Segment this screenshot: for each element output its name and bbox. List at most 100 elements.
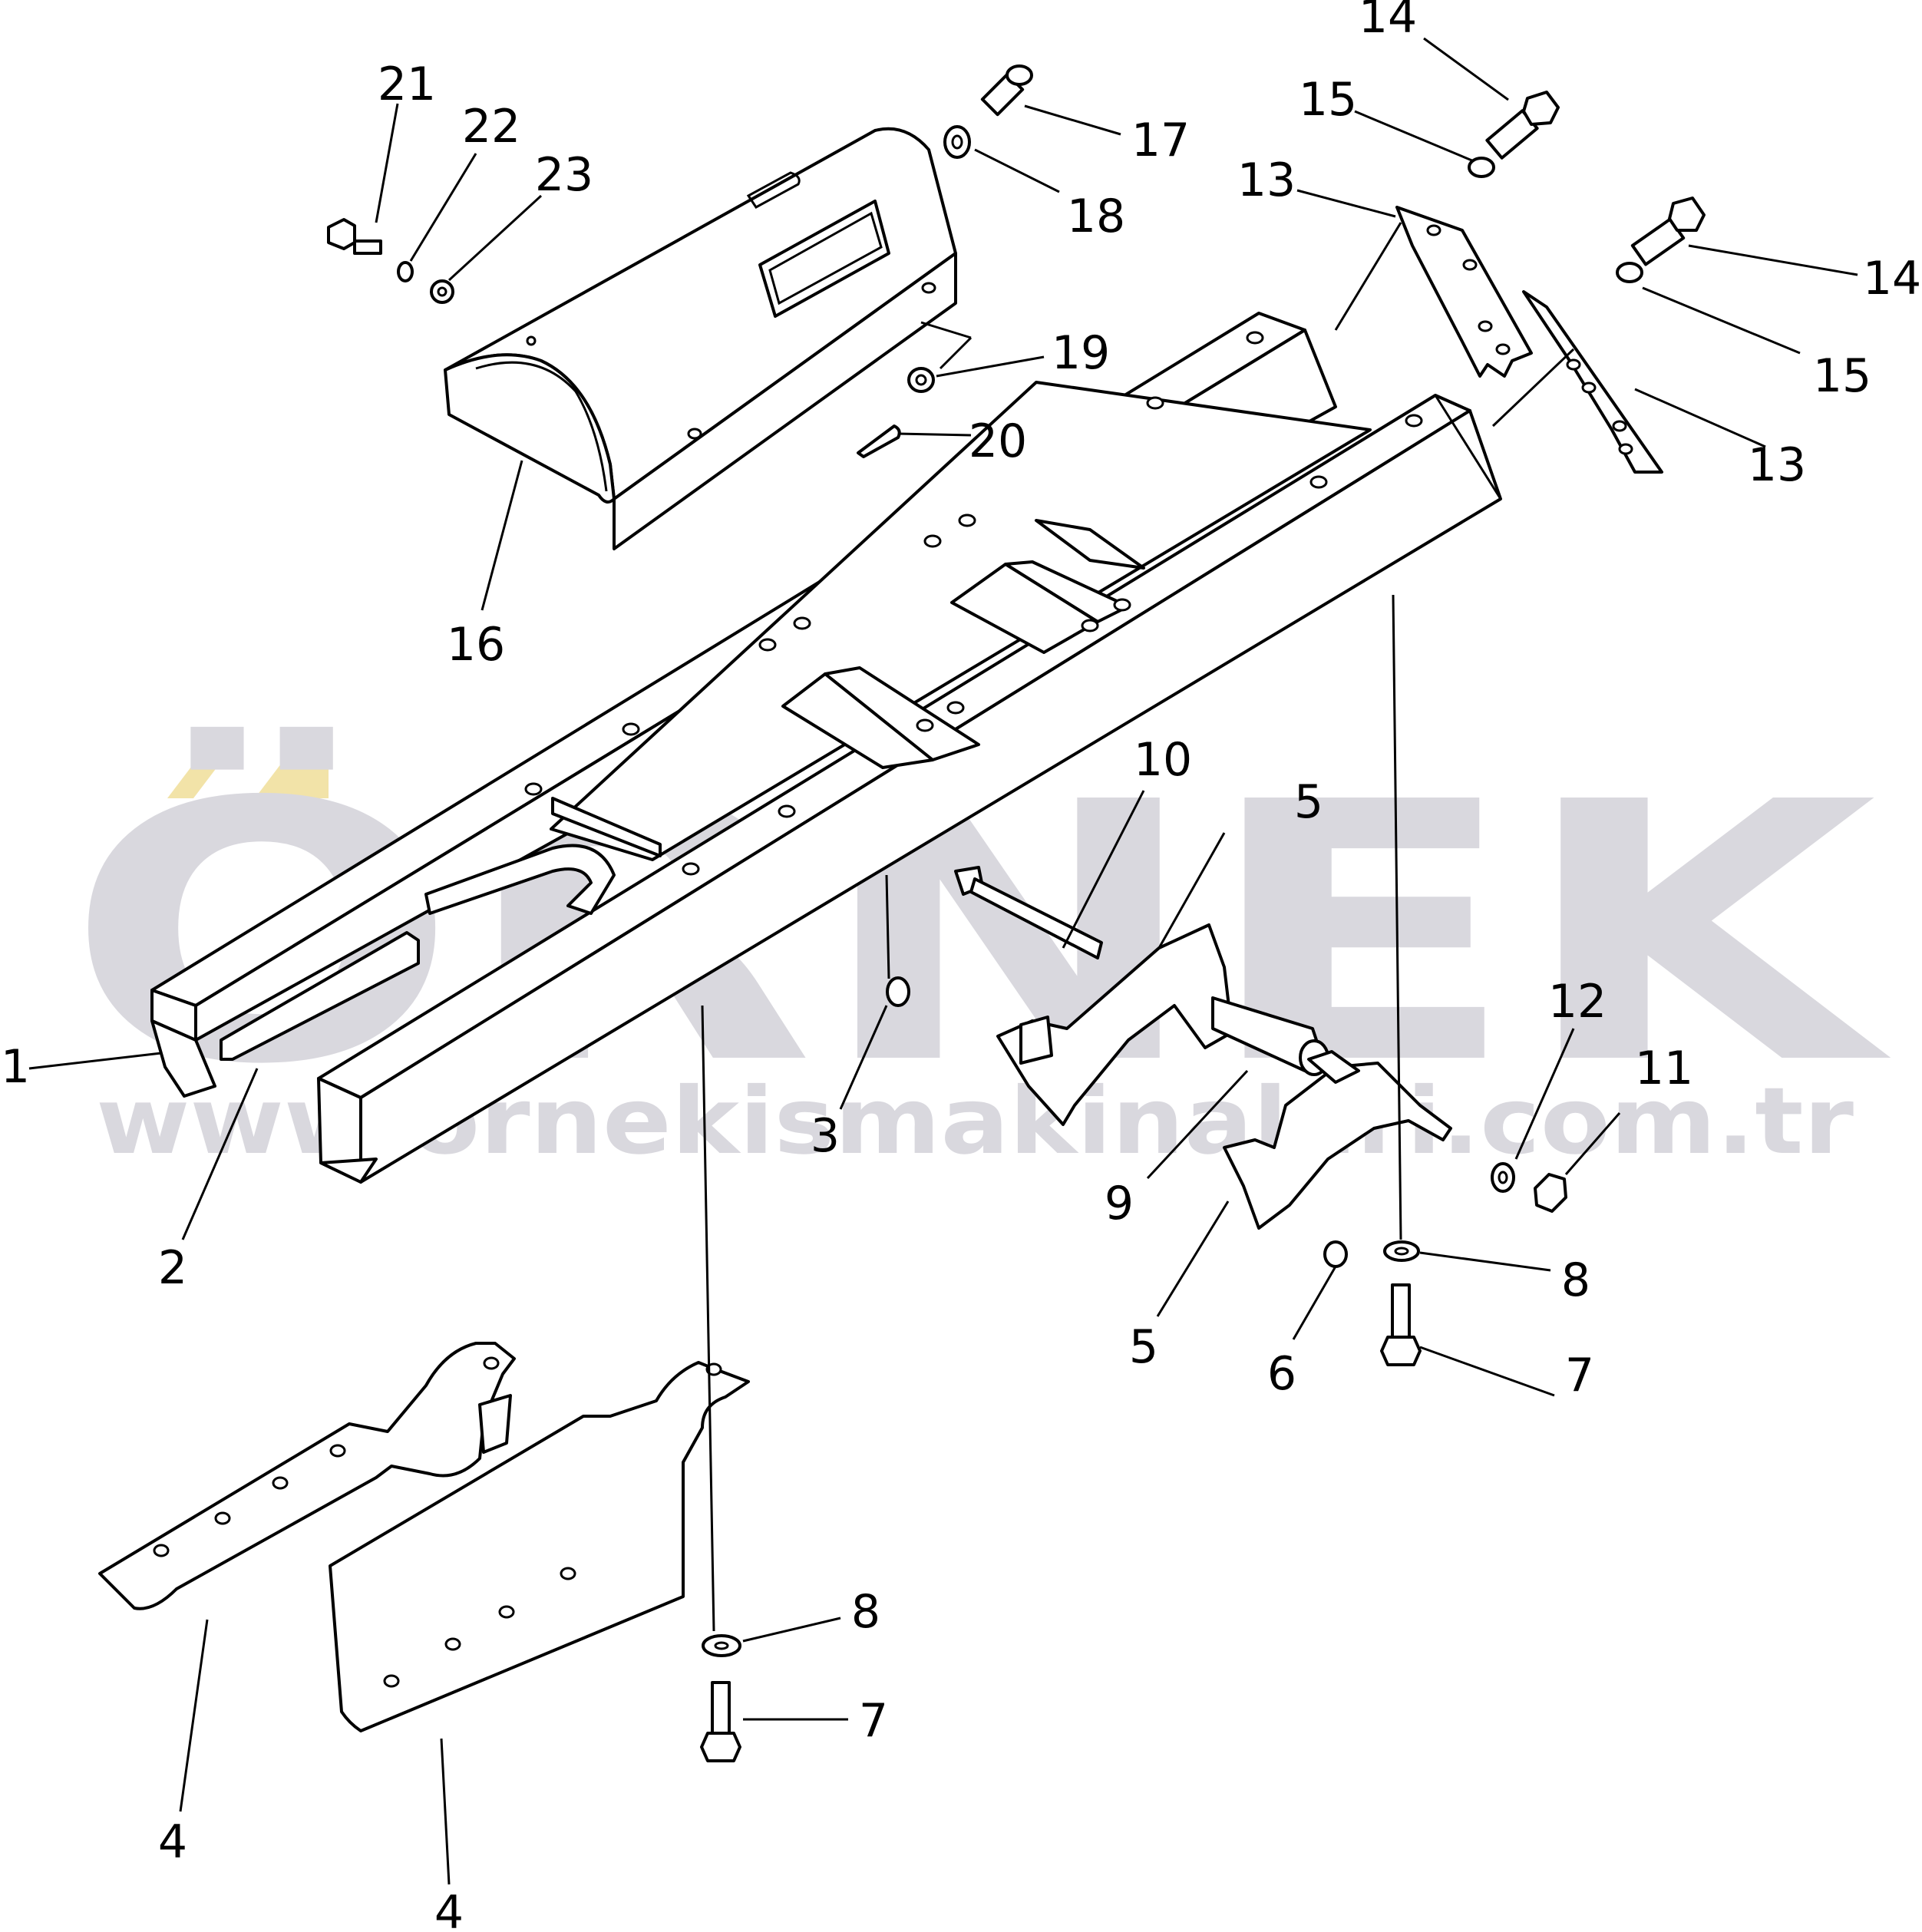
callout-13a: 13 [1237,154,1296,207]
track-frame [150,312,1502,1184]
spring-washer-22 [397,261,414,282]
assembly-line-7-left [701,1005,715,1632]
cover-end-rim [475,361,608,492]
cover-assembly [444,127,957,550]
callout-5a: 5 [1294,775,1323,829]
callout-14a: 14 [1359,0,1417,44]
callout-17: 17 [1131,114,1190,167]
split-pin-20 [857,424,901,458]
leader-4a [179,1619,209,1812]
leader-1 [28,1052,162,1070]
bracket-13-upper [1395,206,1533,378]
callout-4b: 4 [434,1886,464,1932]
cover-window-inner [768,211,883,305]
callout-12: 12 [1548,975,1607,1029]
leader-23 [447,194,543,282]
wear-strip [220,931,420,1061]
fasteners-21-23 [327,218,454,304]
callout-16: 16 [447,618,505,672]
washer-15-lower [1616,262,1643,283]
assembly-line-3 [885,874,890,979]
bolt-hole [778,804,796,818]
callout-4a: 4 [158,1815,187,1869]
cover-hole [526,335,537,346]
callout-2: 2 [158,1241,187,1295]
bolt-7-left-head [700,1732,741,1762]
bracket-13-lower [1522,290,1663,474]
cross-member-1-face [781,672,934,769]
bolt-14-upper-head [1522,91,1560,126]
bracket-hole [1426,224,1442,236]
bolt-hole [1081,619,1099,632]
bolt-hole [524,782,543,796]
cover-hole [687,428,702,440]
bolt-14-lower-head [1668,197,1706,232]
leader-11 [1564,1112,1621,1175]
top-rail-holes [524,331,1264,796]
fasteners-11-12 [1491,1162,1567,1213]
bolt-hole [916,718,934,732]
callout-23: 23 [535,148,593,202]
leader-7a [1419,1346,1555,1397]
callout-13b: 13 [1748,438,1806,492]
leader-8b [742,1617,841,1643]
bracket-5-lower [1223,1062,1452,1230]
bolt-hole [793,616,811,630]
bolt-hole [622,722,640,736]
callout-7a: 7 [1565,1349,1594,1402]
bolt-hole [1113,598,1131,612]
leader-15a [1354,110,1475,163]
plug-3 [886,976,910,1007]
callout-19: 19 [1052,326,1110,380]
leader-18 [974,148,1060,193]
bolt-7-right-shank [1391,1283,1411,1339]
bolt-hole [1309,475,1328,489]
frame-edge [1434,395,1502,500]
leader-3 [839,1005,888,1110]
guard-hole [329,1444,346,1458]
fasteners-7-8-left [700,1634,741,1762]
guard-hole [383,1674,400,1688]
track-guards-4 [98,1342,750,1732]
guard-hole [483,1356,500,1370]
leader-2 [181,1068,259,1240]
leader-8a [1419,1251,1551,1272]
leader-21 [375,103,399,223]
leader-13a [1296,189,1396,218]
leader-4b [440,1738,451,1885]
guard-hole [153,1544,170,1557]
bracket-hole [1566,358,1581,371]
guard-hole [214,1511,231,1525]
bolt-hole [1146,396,1164,410]
callout-10: 10 [1134,733,1192,787]
plug-6 [1323,1240,1348,1268]
callout-6: 6 [1267,1347,1296,1401]
callout-1: 1 [1,1040,30,1094]
channel-lip [551,797,662,857]
bracket-5-lug [1019,1016,1053,1065]
nut-11 [1534,1173,1567,1213]
leader-5a [1157,832,1226,949]
fasteners-17-20 [857,64,1033,458]
bolt-17-head [1006,64,1033,86]
callout-3: 3 [811,1109,840,1163]
brackets-13 [1395,206,1663,474]
guard-hole [272,1476,289,1490]
callout-8a: 8 [1561,1253,1590,1307]
track-guard-left-tab [478,1394,512,1454]
bracket-hole [1495,343,1511,355]
callout-8b: 8 [851,1585,880,1639]
callout-7b: 7 [859,1694,888,1748]
leader-6 [1292,1266,1337,1340]
callout-5b: 5 [1129,1320,1158,1374]
assembly-line-13a [1334,222,1402,331]
bolt-hole [946,701,965,715]
callout-20: 20 [969,414,1027,468]
guard-hole [705,1362,722,1376]
umlaut-mark-left [167,754,227,798]
assembly-line-7-right [1392,594,1402,1240]
guard-hole [444,1637,461,1651]
callout-15b: 15 [1813,349,1871,403]
leader-5b [1156,1200,1230,1317]
slide-block-left [150,1019,216,1098]
